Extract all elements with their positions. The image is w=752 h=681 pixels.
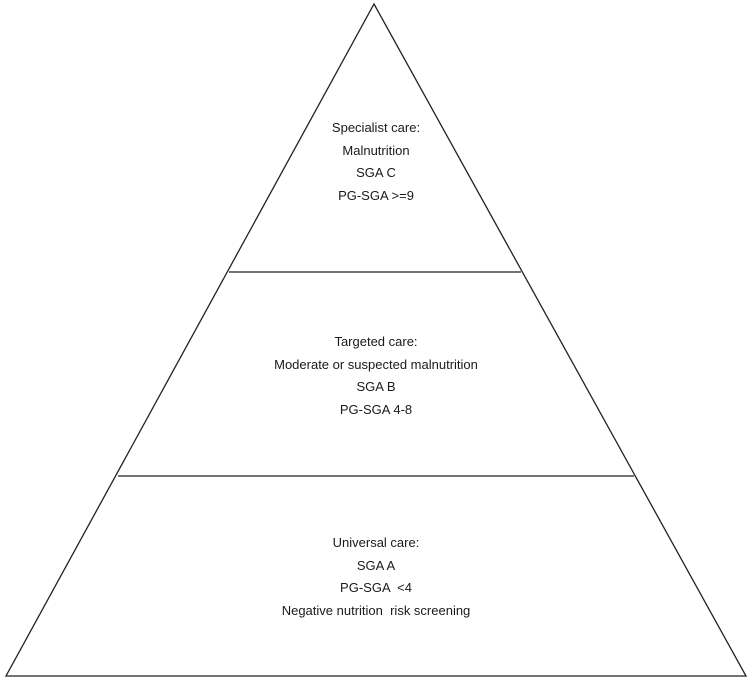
tier-universal-line-3: Negative nutrition risk screening: [281, 602, 471, 618]
tier-specialist-line-1: Malnutrition: [342, 142, 410, 158]
tier-targeted-line-3: PG-SGA 4-8: [339, 401, 413, 417]
tier-universal-care: Universal care: SGA A PG-SGA <4 Negative…: [0, 532, 752, 622]
tier-targeted-heading: Targeted care:: [334, 334, 418, 349]
tier-specialist-line-3: PG-SGA >=9: [338, 187, 414, 203]
tier-targeted-line-2: SGA B: [356, 379, 396, 394]
tier-specialist-line-2: SGA C: [356, 165, 396, 180]
tier-universal-line-2: PG-SGA <4: [340, 580, 412, 595]
tier-specialist-care: Specialist care: Malnutrition SGA C PG-S…: [0, 117, 752, 207]
tier-targeted-care: Targeted care: Moderate or suspected mal…: [0, 331, 752, 421]
tier-targeted-line-1: Moderate or suspected malnutrition: [274, 356, 478, 372]
tier-specialist-heading: Specialist care:: [331, 120, 421, 135]
tier-universal-line-1: SGA A: [356, 557, 396, 573]
tier-universal-heading: Universal care:: [332, 535, 420, 550]
pyramid-outline: [4, 2, 748, 677]
